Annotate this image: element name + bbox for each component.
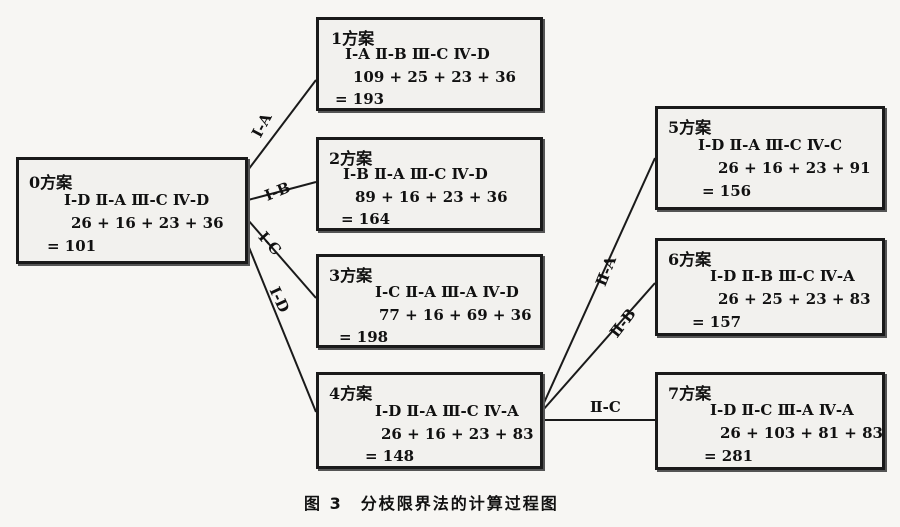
node-plan-0: 0方案 Ⅰ-D Ⅱ-A Ⅲ-C Ⅳ-D 26 + 16 + 23 + 36 = …: [16, 157, 248, 264]
edge-line-IB: [247, 181, 317, 201]
node-title: 6方案: [668, 250, 712, 269]
node-title: 3方案: [329, 266, 373, 285]
node-title: 1方案: [331, 29, 375, 48]
node-assignment: Ⅰ-D Ⅱ-A Ⅲ-C Ⅳ-A: [375, 402, 519, 420]
node-assignment: Ⅰ-A Ⅱ-B Ⅲ-C Ⅳ-D: [345, 45, 490, 63]
node-plan-7: 7方案 Ⅰ-D Ⅱ-C Ⅲ-A Ⅳ-A 26 + 103 + 81 + 83 =…: [655, 372, 885, 470]
edge-line-ID: [247, 244, 317, 413]
node-title: 5方案: [668, 118, 712, 137]
node-sum: 26 + 16 + 23 + 83: [381, 425, 534, 443]
node-total: = 157: [692, 313, 742, 331]
node-plan-3: 3方案 Ⅰ-C Ⅱ-A Ⅲ-A Ⅳ-D 77 + 16 + 69 + 36 = …: [316, 254, 543, 348]
node-sum: 26 + 16 + 23 + 36: [71, 214, 224, 232]
node-sum: 89 + 16 + 23 + 36: [355, 188, 508, 206]
edge-line-IIA: [542, 157, 656, 406]
node-sum: 26 + 16 + 23 + 91: [718, 159, 871, 177]
node-plan-5: 5方案 Ⅰ-D Ⅱ-A Ⅲ-C Ⅳ-C 26 + 16 + 23 + 91 = …: [655, 106, 885, 210]
node-assignment: Ⅰ-D Ⅱ-B Ⅲ-C Ⅳ-A: [710, 267, 855, 285]
node-total: = 193: [335, 90, 385, 108]
node-assignment: Ⅰ-C Ⅱ-A Ⅲ-A Ⅳ-D: [375, 283, 519, 301]
node-plan-2: 2方案 Ⅰ-B Ⅱ-A Ⅲ-C Ⅳ-D 89 + 16 + 23 + 36 = …: [316, 137, 543, 231]
node-plan-1: 1方案 Ⅰ-A Ⅱ-B Ⅲ-C Ⅳ-D 109 + 25 + 23 + 36 =…: [316, 17, 543, 111]
node-total: = 101: [47, 237, 97, 255]
node-title: 7方案: [668, 384, 712, 403]
node-sum: 26 + 103 + 81 + 83: [720, 424, 883, 442]
node-assignment: Ⅰ-B Ⅱ-A Ⅲ-C Ⅳ-D: [343, 165, 488, 183]
node-total: = 164: [341, 210, 391, 228]
node-title: 4方案: [329, 384, 373, 403]
node-title: 2方案: [329, 149, 373, 168]
node-plan-4: 4方案 Ⅰ-D Ⅱ-A Ⅲ-C Ⅳ-A 26 + 16 + 23 + 83 = …: [316, 372, 543, 469]
edge-line-IA: [247, 79, 317, 171]
node-assignment: Ⅰ-D Ⅱ-C Ⅲ-A Ⅳ-A: [710, 401, 854, 419]
node-sum: 26 + 25 + 23 + 83: [718, 290, 871, 308]
node-plan-6: 6方案 Ⅰ-D Ⅱ-B Ⅲ-C Ⅳ-A 26 + 25 + 23 + 83 = …: [655, 238, 885, 336]
edge-line-IC: [247, 219, 317, 299]
node-sum: 109 + 25 + 23 + 36: [353, 68, 516, 86]
node-total: = 198: [339, 328, 389, 346]
node-total: = 156: [702, 182, 752, 200]
figure-caption: 图 3 分枝限界法的计算过程图: [304, 494, 559, 513]
edge-line-IIB: [542, 282, 656, 411]
node-title: 0方案: [29, 173, 73, 192]
node-sum: 77 + 16 + 69 + 36: [379, 306, 532, 324]
node-total: = 281: [704, 447, 754, 465]
node-assignment: Ⅰ-D Ⅱ-A Ⅲ-C Ⅳ-D: [64, 191, 210, 209]
node-total: = 148: [365, 447, 415, 465]
node-assignment: Ⅰ-D Ⅱ-A Ⅲ-C Ⅳ-C: [698, 136, 843, 154]
edge-label-IIC: Ⅱ-C: [590, 398, 621, 416]
